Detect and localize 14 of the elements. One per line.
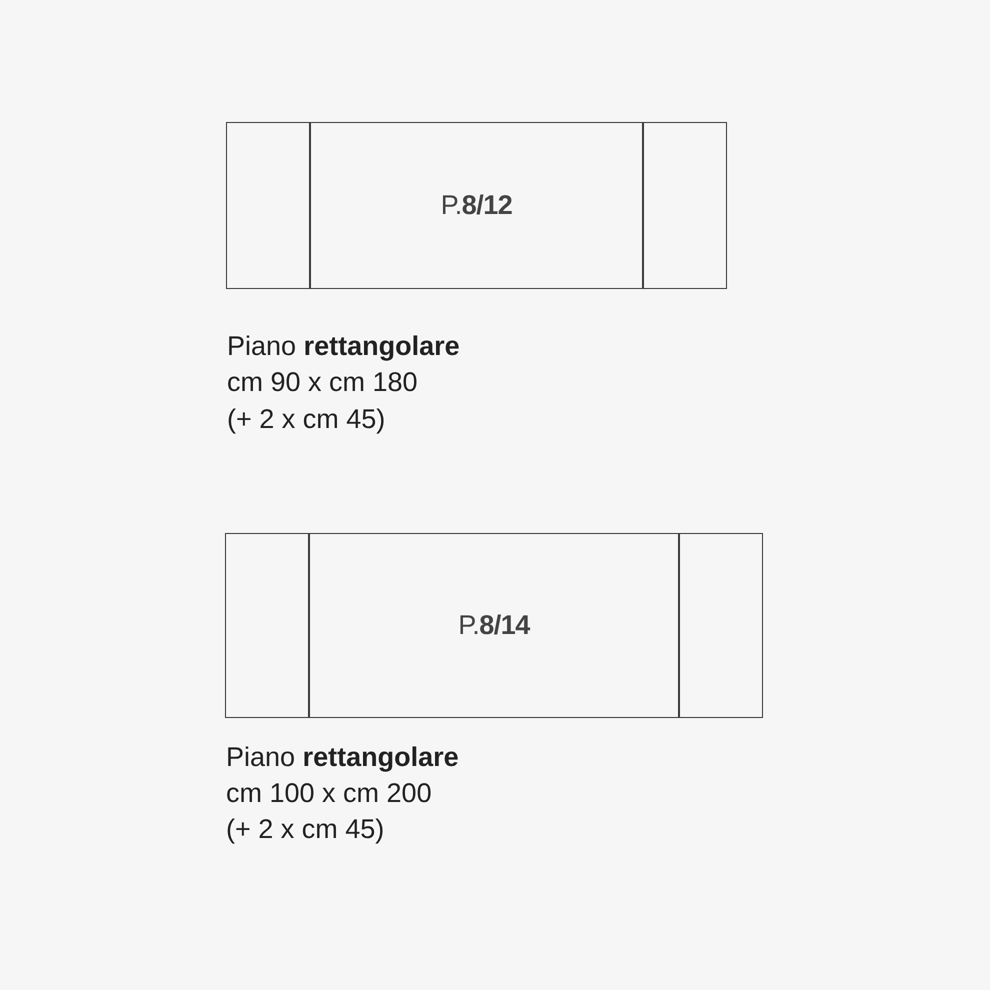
table-top-panel	[309, 122, 644, 289]
dimension-text: cm 100 x cm 200	[226, 777, 432, 809]
table-top-panel	[308, 533, 680, 718]
extension-leaf-panel	[225, 533, 310, 718]
shape-caption: Piano rettangolare	[227, 330, 460, 362]
dimension-text: (+ 2 x cm 45)	[227, 403, 386, 435]
dimension-text: (+ 2 x cm 45)	[226, 813, 384, 845]
extension-leaf-panel	[226, 122, 311, 289]
dimension-text: cm 90 x cm 180	[227, 366, 418, 398]
extension-leaf-panel	[642, 122, 727, 289]
extension-leaf-panel	[678, 533, 763, 718]
shape-caption: Piano rettangolare	[226, 741, 459, 773]
model-code: P.8/12	[440, 190, 512, 221]
model-code: P.8/14	[458, 610, 530, 641]
